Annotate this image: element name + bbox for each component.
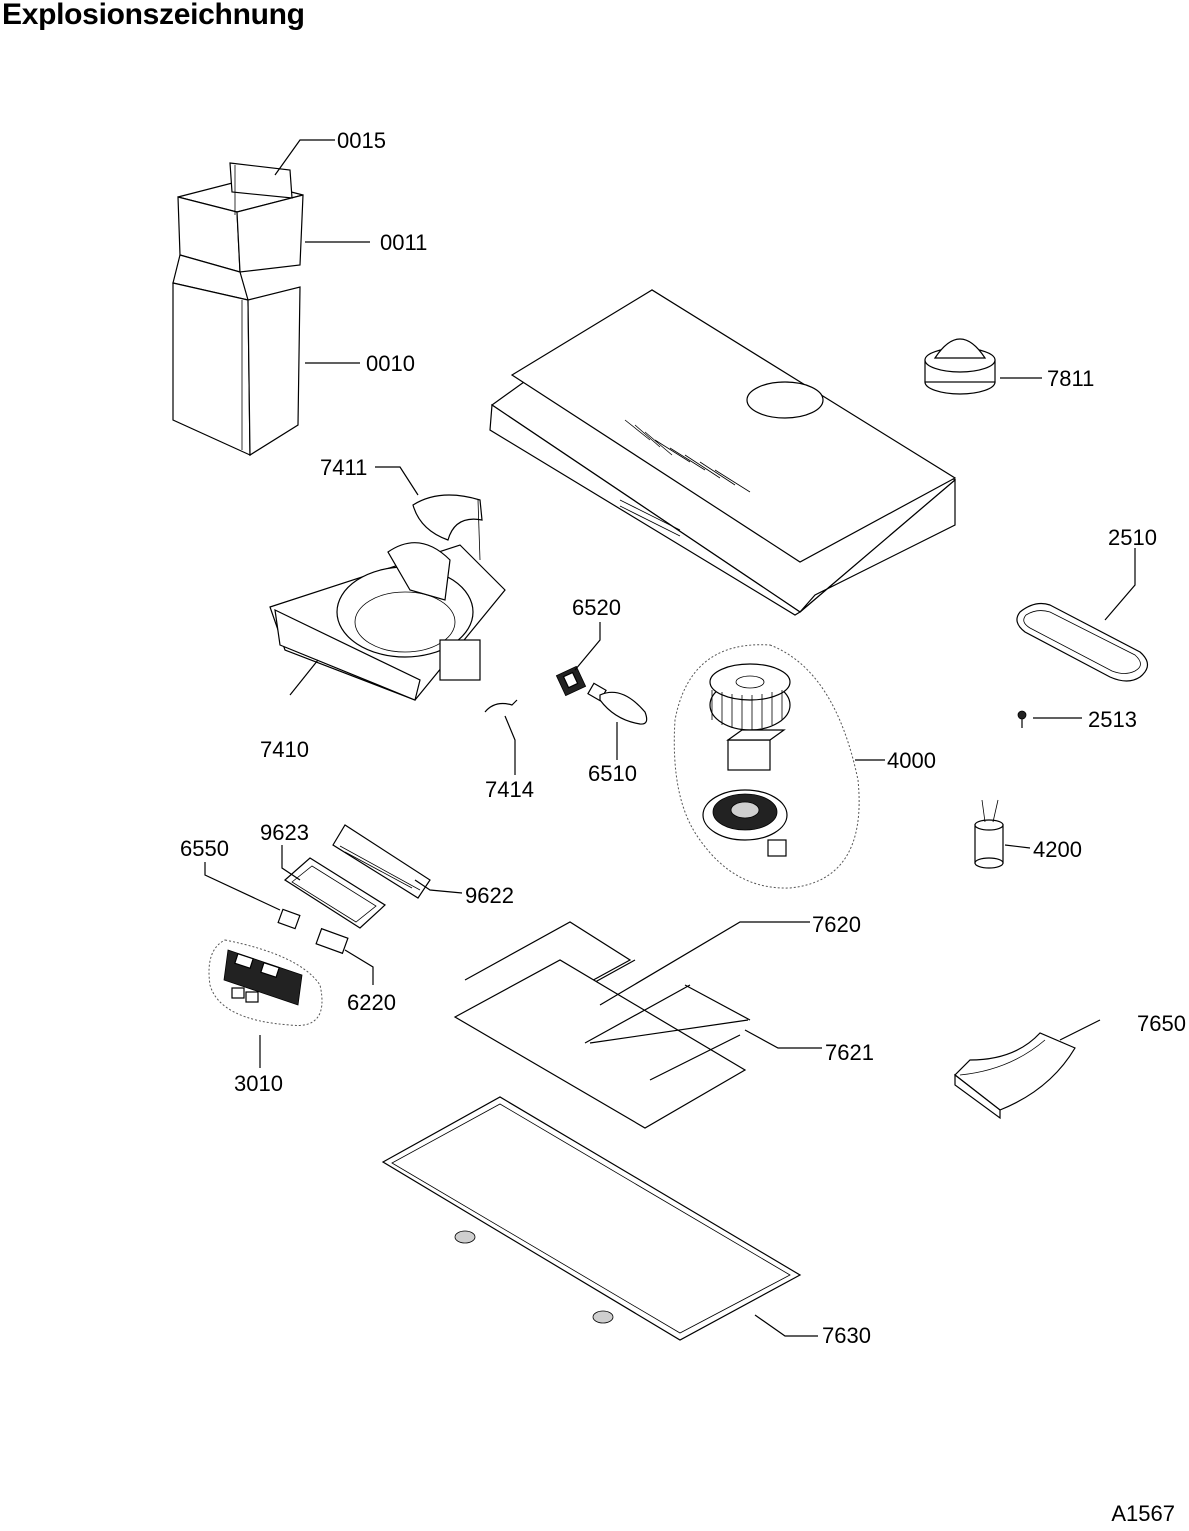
label-7621: 7621 xyxy=(825,1040,874,1065)
flap xyxy=(412,494,483,561)
label-7811: 7811 xyxy=(1047,366,1094,391)
page-title: Explosionszeichnung xyxy=(2,0,305,31)
vent-slots xyxy=(624,419,751,493)
label-9623: 9623 xyxy=(260,820,309,845)
motor-assembly xyxy=(673,644,860,889)
label-6520: 6520 xyxy=(572,595,621,620)
label-6510: 6510 xyxy=(588,761,637,786)
bulb xyxy=(587,682,648,725)
label-6550: 6550 xyxy=(180,836,229,861)
label-6220: 6220 xyxy=(347,990,396,1015)
screw xyxy=(1017,710,1027,728)
chimney-assembly xyxy=(172,162,304,457)
label-4200: 4200 xyxy=(1033,837,1082,862)
label-0010: 0010 xyxy=(366,351,415,376)
part-labels: 0015 0011 0010 7811 7411 2510 6520 7410 … xyxy=(180,128,1186,1348)
control-panel xyxy=(208,939,323,1026)
capacitor xyxy=(974,799,1004,869)
drawing-code: A1567 xyxy=(1111,1501,1175,1526)
damper-connector xyxy=(924,338,996,395)
label-0011: 0011 xyxy=(380,230,427,255)
label-7630: 7630 xyxy=(822,1323,871,1348)
label-2513: 2513 xyxy=(1088,707,1137,732)
label-7414: 7414 xyxy=(485,777,534,802)
air-deflector xyxy=(954,1032,1076,1120)
leader-lines xyxy=(204,139,1136,1337)
gasket xyxy=(1016,602,1149,682)
label-2510: 2510 xyxy=(1108,525,1157,550)
label-4000: 4000 xyxy=(887,748,936,773)
fan-housing xyxy=(269,542,506,701)
cable-clip xyxy=(484,699,518,713)
label-0015: 0015 xyxy=(337,128,386,153)
switch-a xyxy=(277,908,301,930)
label-9622: 9622 xyxy=(465,883,514,908)
hood-body xyxy=(489,289,957,616)
label-7410: 7410 xyxy=(260,737,309,762)
label-7411: 7411 xyxy=(320,455,367,480)
label-7650: 7650 xyxy=(1137,1011,1186,1036)
switch-b xyxy=(315,927,349,955)
board-cover xyxy=(332,824,431,899)
filter-lower xyxy=(453,959,751,1129)
lamp-holder xyxy=(555,665,587,697)
bottom-frame xyxy=(381,1096,802,1341)
switch-board xyxy=(284,857,386,929)
label-3010: 3010 xyxy=(234,1071,283,1096)
label-7620: 7620 xyxy=(812,912,861,937)
